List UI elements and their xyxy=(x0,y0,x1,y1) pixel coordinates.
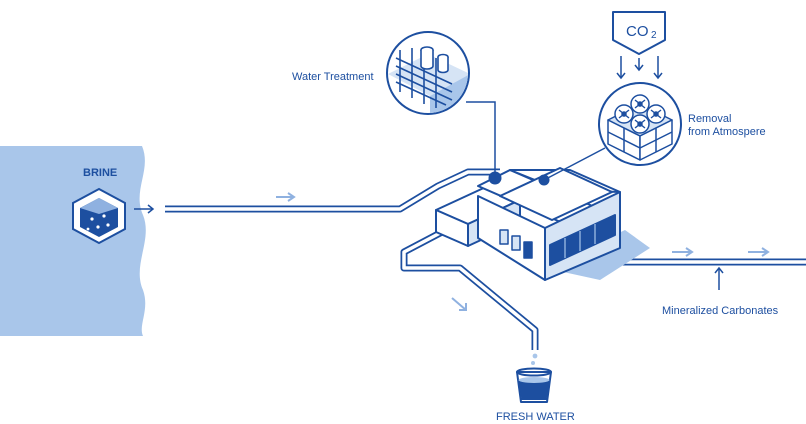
arrow-up-icon xyxy=(714,266,724,290)
water-drop-icon xyxy=(531,353,538,365)
co2-subscript: 2 xyxy=(651,30,657,41)
flow-arrow-icon xyxy=(451,297,467,311)
brine-intake-pipe xyxy=(165,168,500,213)
water-treatment-tanks-icon xyxy=(386,31,470,115)
flow-arrow-icon xyxy=(276,192,296,202)
brine-label: BRINE xyxy=(83,167,118,179)
flow-arrow-icon xyxy=(672,247,770,257)
co2-label: CO xyxy=(626,23,649,40)
removal-label-line1: Removal xyxy=(688,113,732,125)
glass-of-water-icon xyxy=(516,367,552,403)
removal-leader-line xyxy=(543,147,606,181)
fresh-water-pipe xyxy=(400,228,539,350)
water-treatment-label: Water Treatment xyxy=(292,71,374,83)
mineralized-carbonates-label: Mineralized Carbonates xyxy=(662,305,779,317)
co2-capture-fans-icon xyxy=(598,82,682,166)
arrow-icon xyxy=(134,204,155,214)
fresh-water-label: FRESH WATER xyxy=(496,411,575,423)
building-icon xyxy=(435,167,621,281)
brine-water-body xyxy=(0,146,146,336)
removal-label-line2: from Atmospere xyxy=(688,126,766,138)
co2-badge-icon xyxy=(612,11,666,55)
water-treatment-leader-line xyxy=(466,101,496,178)
brine-hexagon-icon xyxy=(72,187,126,245)
co2-inflow-arrows-icon xyxy=(616,56,663,80)
